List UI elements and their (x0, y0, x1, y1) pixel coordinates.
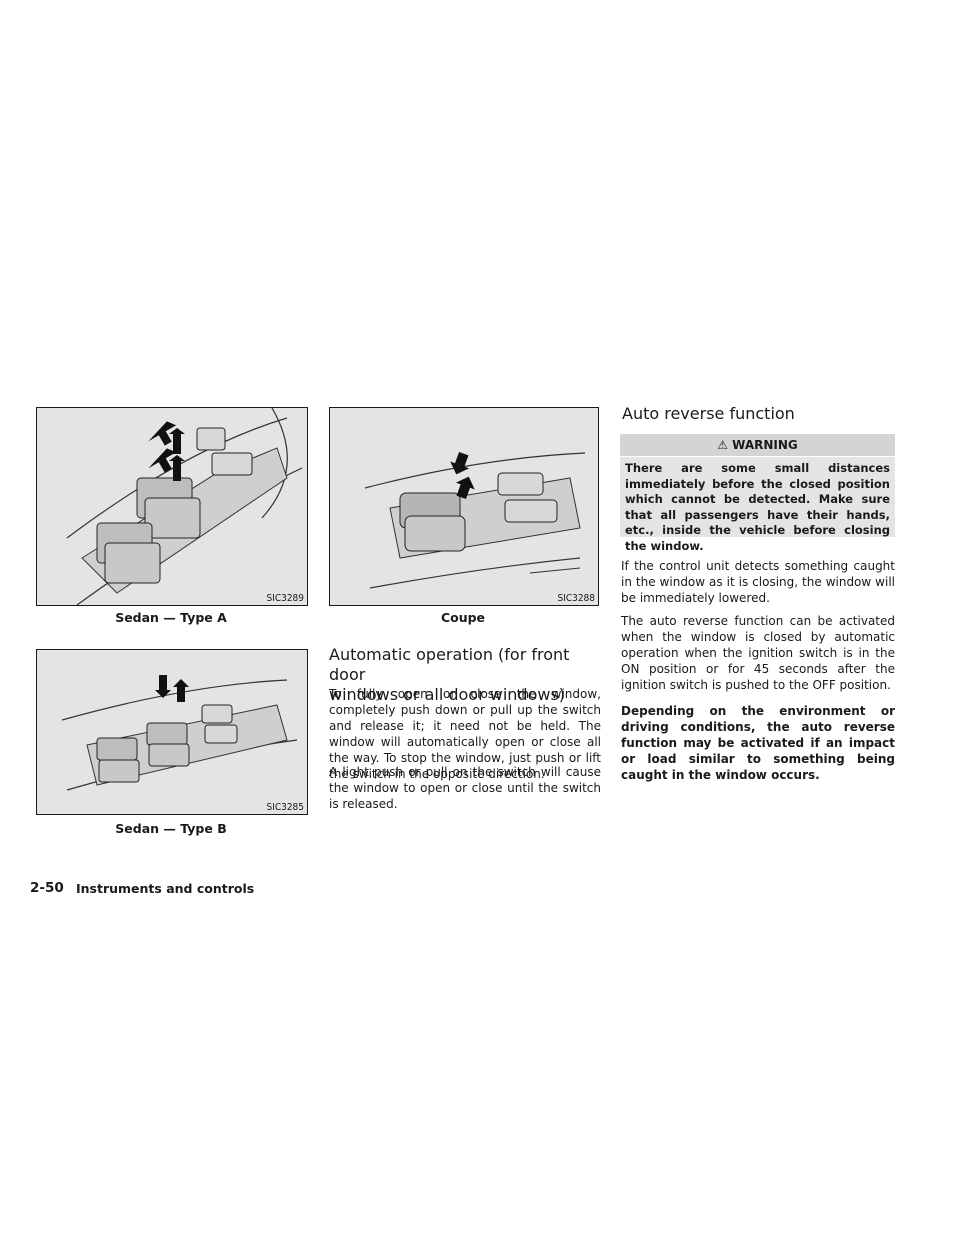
window-switch-illustration (61, 675, 298, 791)
paragraph: A light push or pull on the switch will … (329, 765, 601, 811)
figure-code: SIC3288 (557, 593, 595, 604)
section-heading-automatic-operation: Automatic operation (for front door wind… (329, 645, 599, 705)
figure-sedan-type-a: SIC3289 (36, 407, 308, 606)
window-switch-illustration (364, 451, 586, 589)
heading-line: windows or all door windows) (329, 685, 566, 704)
warning-label: WARNING (732, 438, 798, 452)
figure-code: SIC3285 (266, 802, 304, 813)
paragraph: The auto reverse function can be activat… (621, 614, 895, 692)
window-switch-illustration (66, 408, 303, 605)
figure-caption: Coupe (440, 610, 486, 625)
figure-sedan-type-b: SIC3285 (36, 649, 308, 815)
warning-text: There are some small distances immediate… (620, 457, 895, 553)
section-title: Instruments and controls (76, 881, 255, 896)
heading-line: Automatic operation (for front door (329, 645, 570, 684)
page-number: 2-50 (30, 880, 64, 896)
figure-caption: Sedan — Type A (115, 610, 227, 625)
warning-icon: ⚠ (717, 438, 728, 452)
figure-code: SIC3289 (266, 593, 304, 604)
figure-coupe: SIC3288 (329, 407, 599, 606)
section-heading-auto-reverse: Auto reverse function (622, 404, 795, 423)
paragraph: If the control unit detects something ca… (621, 559, 895, 605)
warning-header: ⚠ WARNING (620, 434, 895, 456)
figure-caption: Sedan — Type B (115, 821, 227, 836)
paragraph: Depending on the environment or driving … (621, 704, 895, 782)
paragraph: To fully open or close the window, compl… (329, 687, 601, 781)
